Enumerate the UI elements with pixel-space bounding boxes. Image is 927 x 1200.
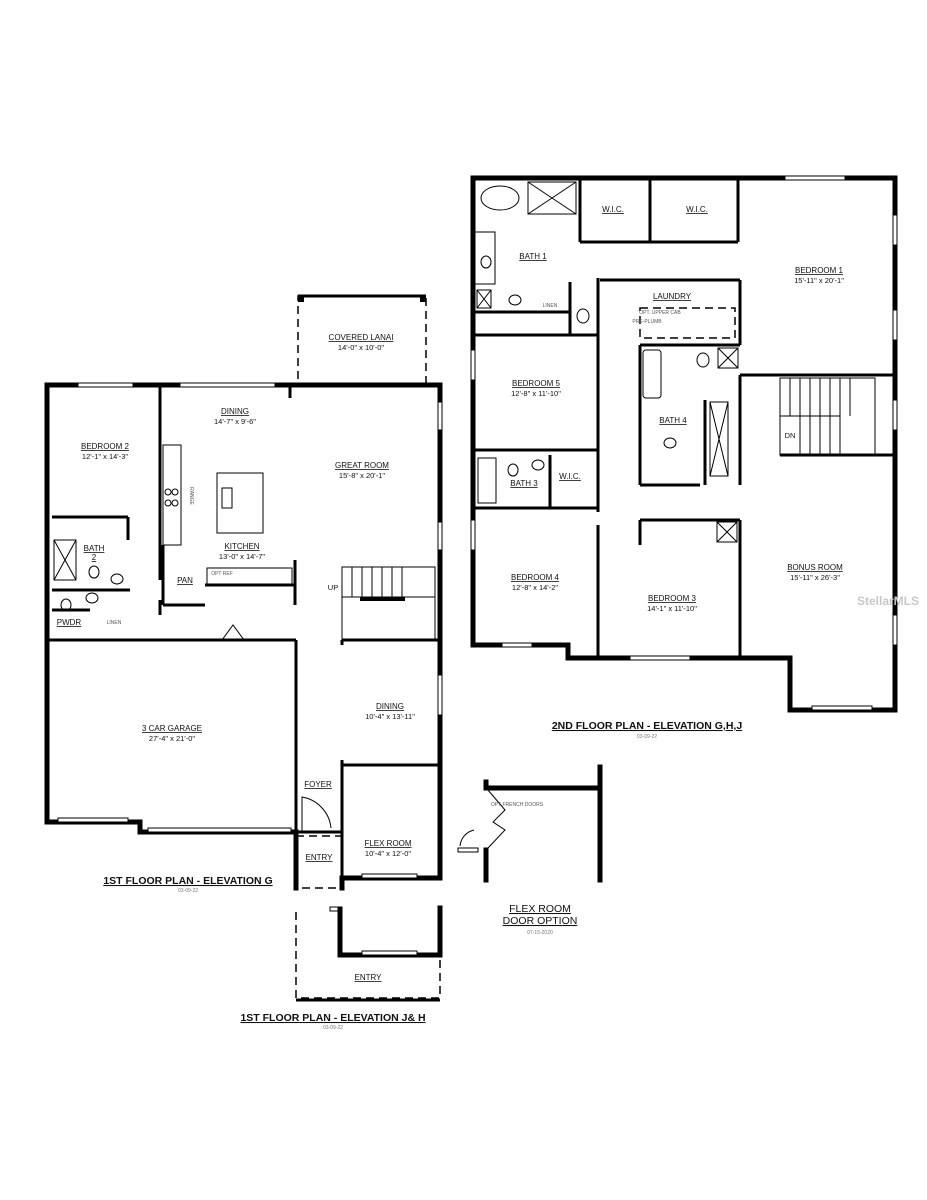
wic-a-label: W.I.C. <box>602 205 624 214</box>
dining2-size: 10'-4" x 13'-11" <box>365 712 415 721</box>
garage-door-swing <box>221 624 245 641</box>
dining-size: 14'-7" x 9'-6" <box>214 417 256 426</box>
bedroom1-size: 15'-11" x 20'-1" <box>794 276 844 285</box>
covered-lanai-size: 14'-0" x 10'-0" <box>338 343 384 352</box>
dining-label: DINING <box>221 407 249 416</box>
bath2-label: BATH <box>84 544 105 553</box>
second-floor-title: 2ND FLOOR PLAN - ELEVATION G,H,J <box>552 720 743 732</box>
garage-label: 3 CAR GARAGE <box>142 724 202 733</box>
bedroom3-label: BEDROOM 3 <box>648 594 697 603</box>
bath2-number: 2 <box>92 553 97 562</box>
opt-upper-cab-note: OPT. UPPER CAB <box>639 310 681 316</box>
bedroom4-size: 12'-8" x 14'-2" <box>512 583 558 592</box>
opt-ref-label: OPT REF <box>211 571 233 577</box>
bedroom1-label: BEDROOM 1 <box>795 266 844 275</box>
second-floor-stairs <box>779 377 895 457</box>
elevation-jh-title: 1ST FLOOR PLAN - ELEVATION J& H <box>240 1012 425 1024</box>
bedroom2-size: 12'-1" x 14'-3" <box>82 452 128 461</box>
bedroom5-label: BEDROOM 5 <box>512 379 561 388</box>
up-label: UP <box>328 583 338 592</box>
flex-door-option-title-1: FLEX ROOM <box>509 903 571 915</box>
first-floor-stairs <box>341 566 436 641</box>
powder-room-label: PWDR <box>57 618 82 627</box>
garage-size: 27'-4" x 21'-0" <box>149 734 195 743</box>
bath-fixtures <box>53 539 124 612</box>
linen-label: LINEN <box>543 303 558 309</box>
second-floor-plan: BATH 1 W.I.C. W.I.C. BEDROOM 1 15'-11" x… <box>470 175 898 740</box>
elevation-jh-plan: ENTRY 1ST FLOOR PLAN - ELEVATION J& H 03… <box>240 905 443 1031</box>
entry-porch <box>295 835 343 889</box>
covered-lanai-label: COVERED LANAI <box>329 333 394 342</box>
bedroom5-size: 12'-8" x 11'-10" <box>511 389 561 398</box>
bonus-room-label: BONUS ROOM <box>787 563 843 572</box>
entry-label: ENTRY <box>306 853 334 862</box>
bath1-label: BATH 1 <box>519 252 547 261</box>
flex-room-size: 10'-4" x 12'-0" <box>365 849 411 858</box>
elevation-jh-entry-label: ENTRY <box>355 973 383 982</box>
wic-c-label: W.I.C. <box>559 472 581 481</box>
dining2-label: DINING <box>376 702 404 711</box>
bath3-label: BATH 3 <box>510 479 538 488</box>
first-floor-title: 1ST FLOOR PLAN - ELEVATION G <box>103 875 272 887</box>
great-room-size: 15'-8" x 20'-1" <box>339 471 385 480</box>
windows <box>470 175 898 711</box>
bedroom3-size: 14'-1" x 11'-10" <box>647 604 697 613</box>
opt-french-doors-note: OPT FRENCH DOORS <box>491 802 544 808</box>
watermark: StellarMLS <box>857 594 919 608</box>
bedroom4-label: BEDROOM 4 <box>511 573 560 582</box>
windows <box>57 382 443 879</box>
dn-label: DN <box>785 431 796 440</box>
second-floor-interior-walls <box>473 178 895 658</box>
second-floor-fixtures <box>474 181 739 543</box>
bath4-label: BATH 4 <box>659 416 687 425</box>
laundry-label: LAUNDRY <box>653 292 692 301</box>
wic-b-label: W.I.C. <box>686 205 708 214</box>
range-label: RANGE <box>188 487 194 505</box>
kitchen-size: 13'-0" x 14'-7" <box>219 552 265 561</box>
bonus-room-size: 15'-11" x 26'-3" <box>790 573 840 582</box>
first-floor-plan: COVERED LANAI 14'-0" x 10'-0" DINING 14'… <box>44 294 443 894</box>
front-door-swing <box>301 796 332 832</box>
flex-door-option-plan: OPT FRENCH DOORS FLEX ROOM DOOR OPTION 0… <box>457 764 603 936</box>
pre-plumb-note: PRE-PLUMB <box>632 319 662 325</box>
second-floor-date: 03-09-22 <box>637 734 657 740</box>
flex-door-option-date: 07-15-2020 <box>527 930 553 936</box>
pantry-label: PAN <box>177 576 193 585</box>
first-floor-date: 03-09-22 <box>178 888 198 894</box>
elevation-jh-date: 03-09-22 <box>323 1025 343 1031</box>
great-room-label: GREAT ROOM <box>335 461 389 470</box>
kitchen-label: KITCHEN <box>224 542 259 551</box>
flex-room-label: FLEX ROOM <box>364 839 411 848</box>
foyer-label: FOYER <box>304 780 332 789</box>
linen-label: LINEN <box>107 620 122 626</box>
bedroom2-label: BEDROOM 2 <box>81 442 130 451</box>
kitchen-fixtures <box>162 444 293 586</box>
flex-door-option-title-2: DOOR OPTION <box>503 915 578 927</box>
